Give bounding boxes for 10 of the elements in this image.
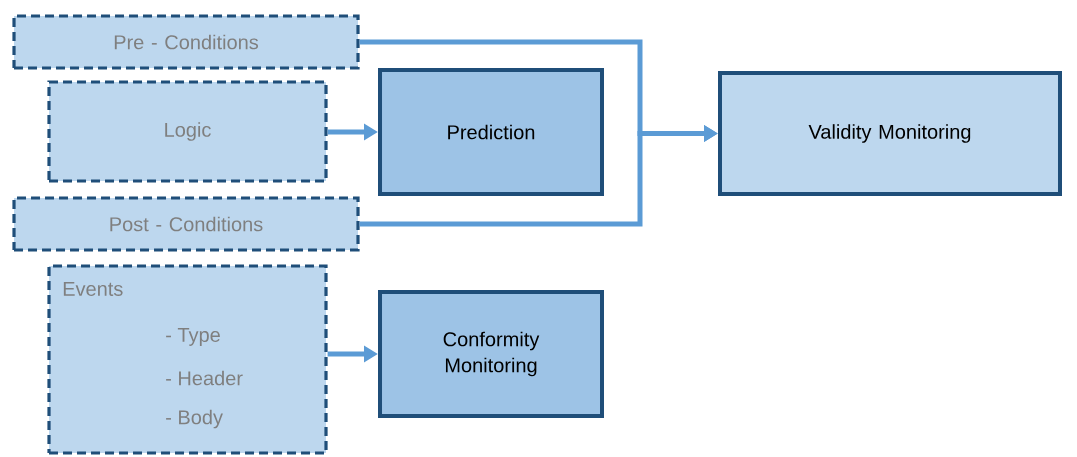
list-heading: Events: [63, 282, 123, 296]
dashed-box: Logic: [47, 80, 328, 183]
process-box: Prediction: [378, 68, 604, 196]
process-box: Validity Monitoring: [718, 71, 1062, 196]
list-item: - Header: [166, 370, 243, 386]
process-box: Conformity Monitoring: [378, 290, 604, 418]
dashed-box: Post - Conditions: [12, 196, 360, 252]
list-item: - Body: [166, 409, 223, 429]
dashed-box: Pre - Conditions: [12, 14, 360, 70]
list-item: - Type: [166, 328, 220, 346]
